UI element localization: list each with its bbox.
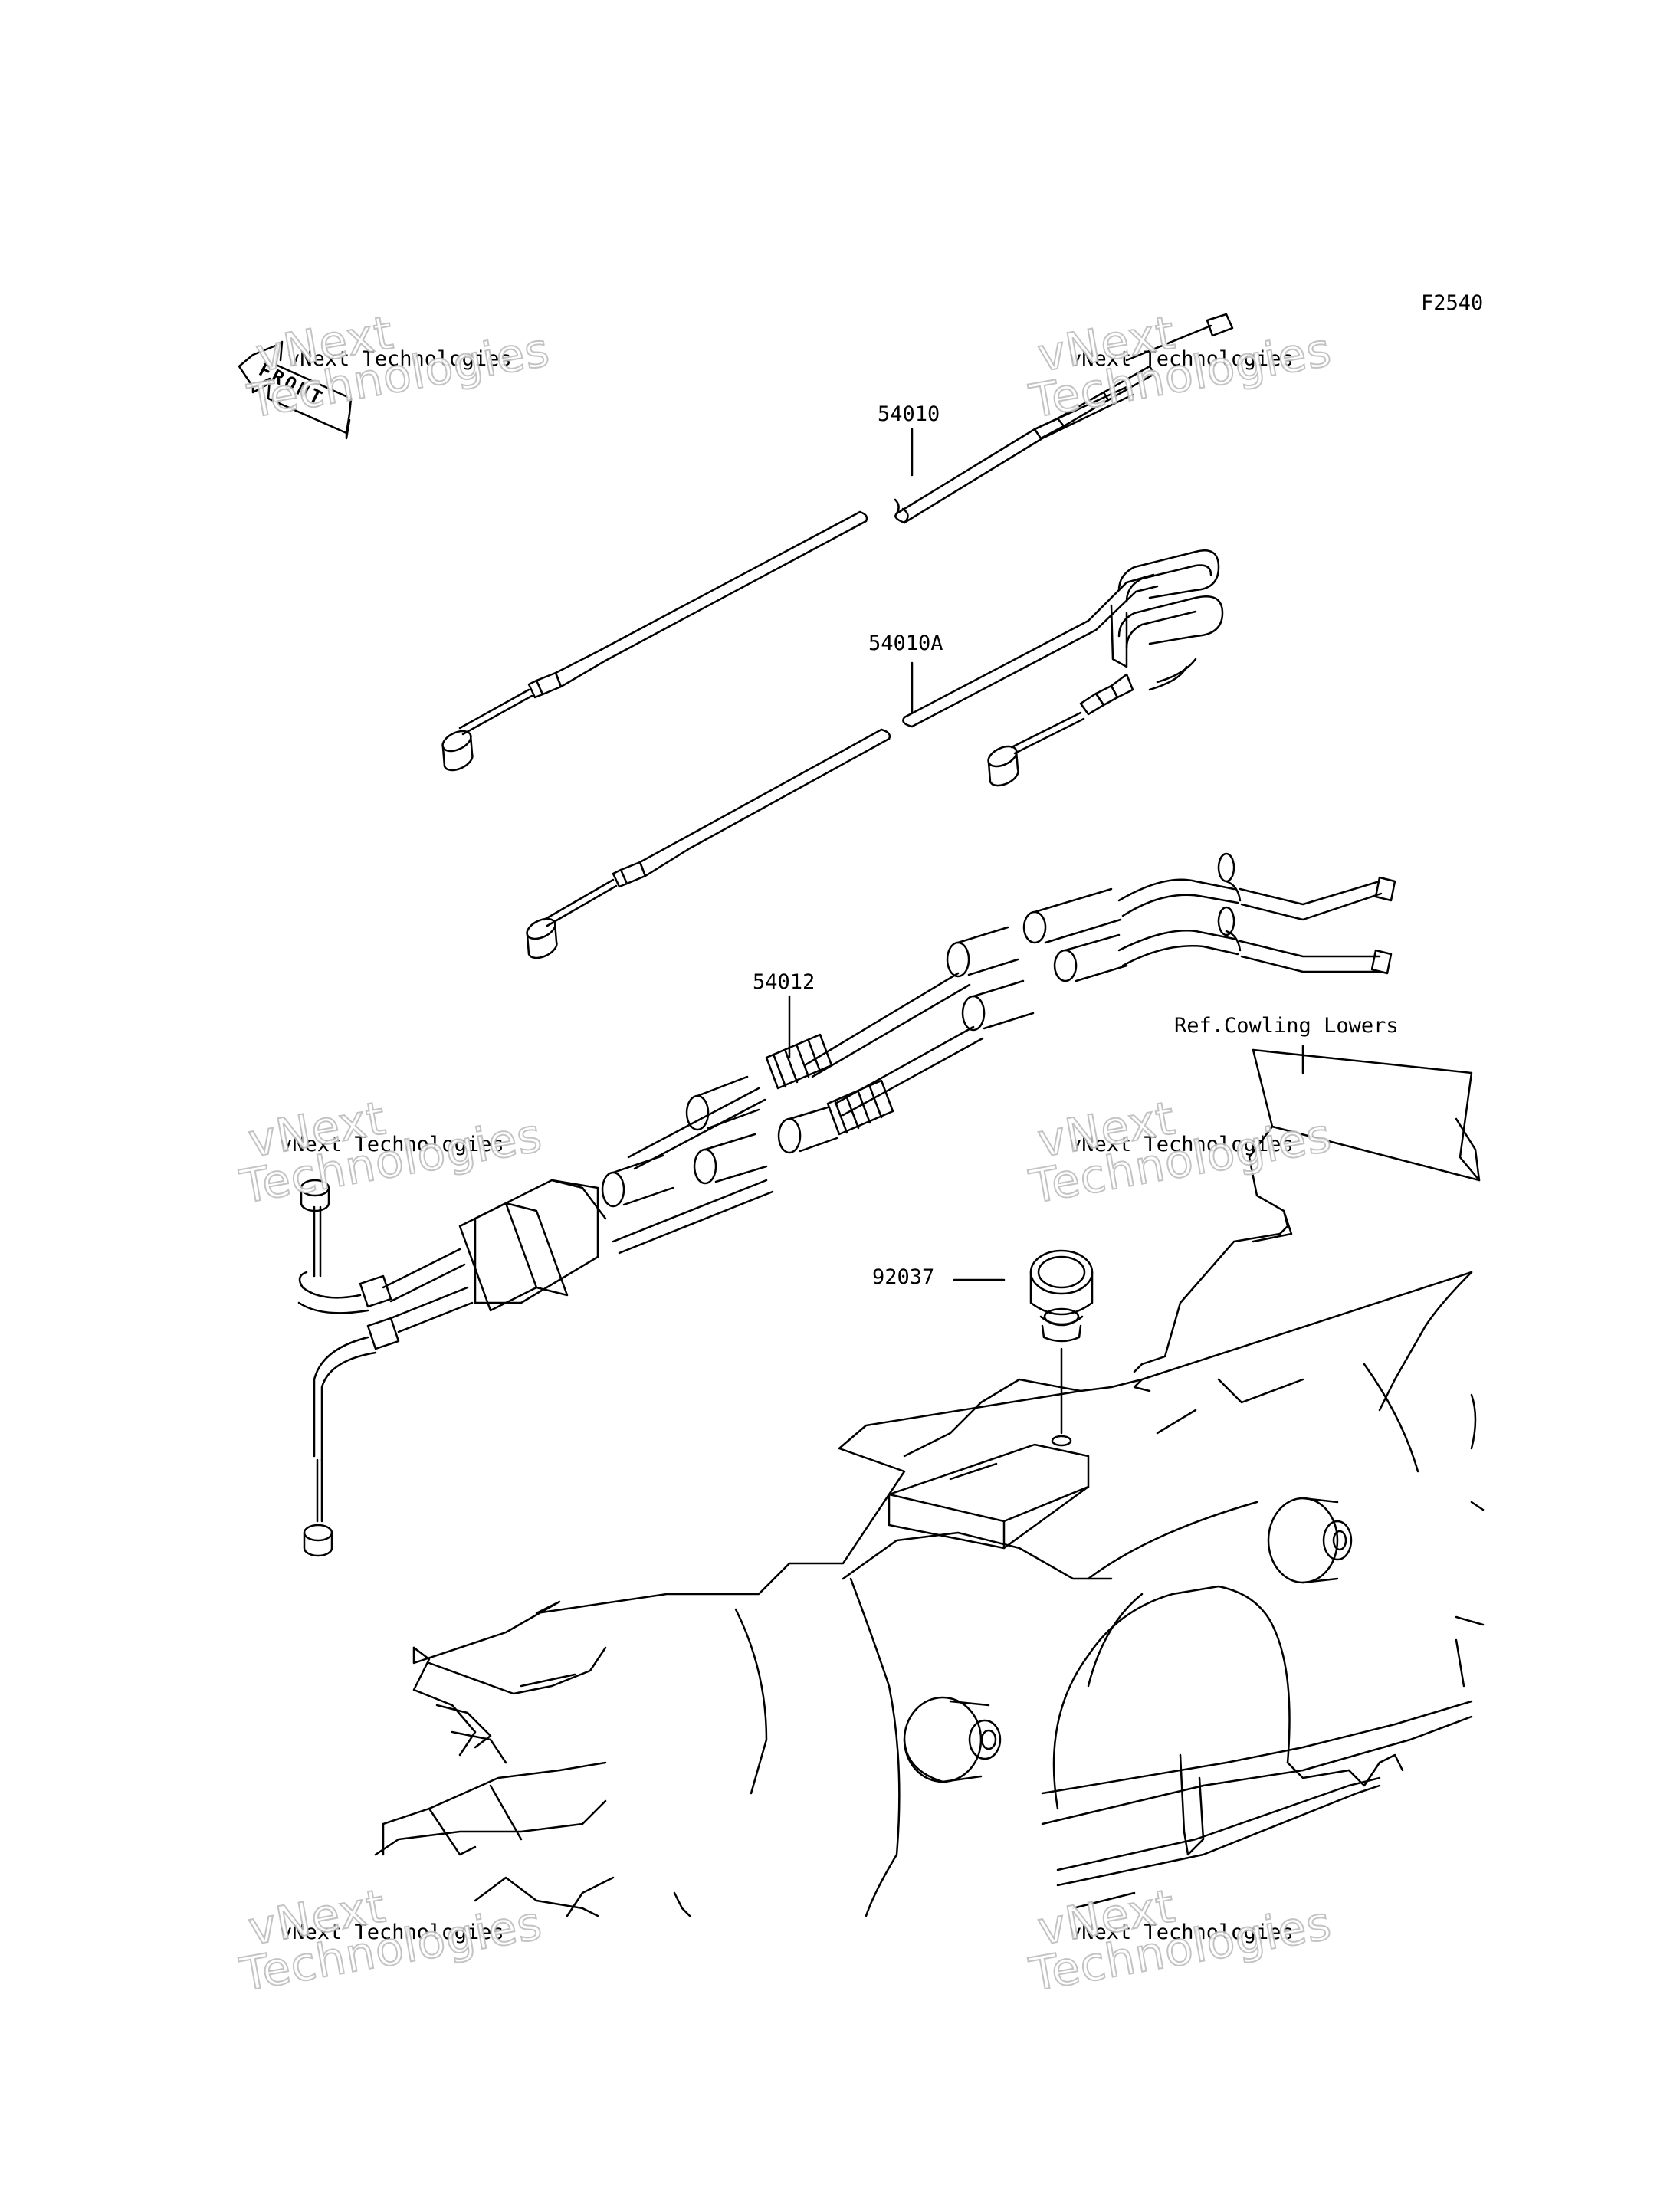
cable-54010 [443, 314, 1232, 770]
reference-note: Ref.Cowling Lowers [1174, 1014, 1399, 1038]
grommet-92037 [1031, 1251, 1092, 1445]
watermark-small: vNext Technologies [280, 1133, 504, 1156]
part-number-54012[interactable]: 54012 [753, 970, 815, 994]
watermark: vNext Technologies vNext Technologies [1025, 305, 1337, 429]
part-number-54010a[interactable]: 54010A [868, 631, 943, 655]
part-number-54010[interactable]: 54010 [878, 402, 940, 426]
leader-lines [789, 429, 1303, 1280]
watermark-small: vNext Technologies [1069, 1133, 1294, 1156]
watermark-small: vNext Technologies [287, 347, 512, 371]
part-number-92037[interactable]: 92037 [872, 1265, 935, 1289]
watermark-small: vNext Technologies [1069, 347, 1294, 371]
front-arrow-icon [239, 342, 351, 438]
watermark: vNext Technologies vNext Technologies [1025, 1091, 1337, 1215]
watermark-small: vNext Technologies [280, 1921, 504, 1944]
watermark: vNext Technologies vNext Technologies [1025, 1878, 1337, 2003]
watermark: vNext Technologies vNext Technologies [244, 305, 555, 429]
diagram-code: F2540 [1421, 291, 1484, 315]
watermark-small: vNext Technologies [1069, 1921, 1294, 1944]
watermark: vNext Technologies vNext Technologies [236, 1091, 547, 1215]
cable-54012 [299, 854, 1395, 1556]
cowling-frame [376, 1050, 1483, 1916]
cable-54010a [527, 550, 1222, 958]
watermark: vNext Technologies vNext Technologies [236, 1878, 547, 2003]
